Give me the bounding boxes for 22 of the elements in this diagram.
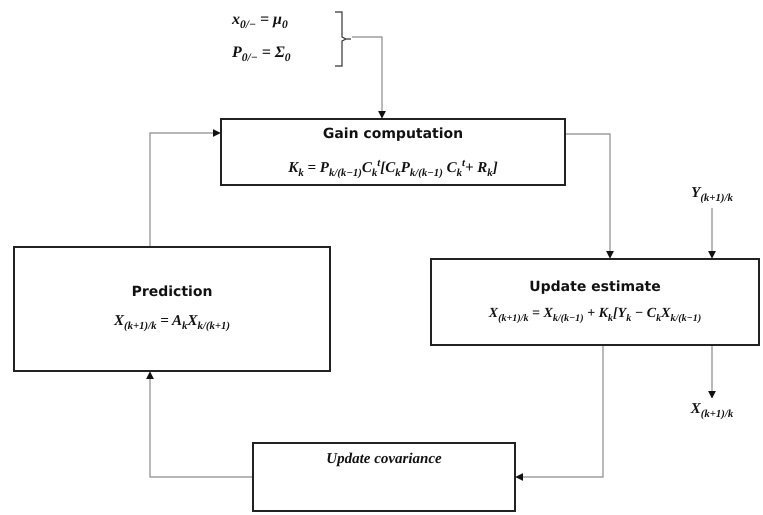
formula: Update covariance <box>326 450 442 469</box>
arrow <box>149 129 221 246</box>
arrow <box>566 133 614 259</box>
box-title: Gain computation <box>322 126 464 142</box>
process-box <box>220 118 566 186</box>
arrow <box>708 346 716 399</box>
formula: x$_{0/−}$ = μ$_{0}$ <box>232 10 288 33</box>
arrow <box>708 208 716 259</box>
formula: P$_{0/−}$ = Σ$_{0}$ <box>232 43 291 66</box>
arrow <box>146 371 252 478</box>
process-box <box>13 246 331 372</box>
arrow <box>515 346 604 481</box>
process-box <box>430 258 760 346</box>
box-title: Prediction <box>132 284 212 300</box>
formula: X$_{(k+1)/k}$ <box>690 400 734 422</box>
formula: Y$_{(k+1)/k}$ <box>691 184 733 206</box>
box-title: Update estimate <box>529 279 661 296</box>
arrow <box>352 36 386 119</box>
formula: K$_{k}$ = P$_{k/(k−1)}$C$_{k}$$^{t}$[C$_{k}$P$_{k/(k−1)}$ C$_{k}$$^{t}$+ R$_{k}$] <box>288 156 498 180</box>
formula: X$_{(k+1)/k}$ = X$_{k/(k−1)}$ + K$_{k}$[Y$_{k}$ − C$_{k}$X$_{k/(k−1)}$ <box>488 305 702 325</box>
process-box <box>252 442 516 512</box>
formula: X$_{(k+1)/k}$ = A$_{k}$X$_{k/(k+1)}$ <box>114 312 230 334</box>
